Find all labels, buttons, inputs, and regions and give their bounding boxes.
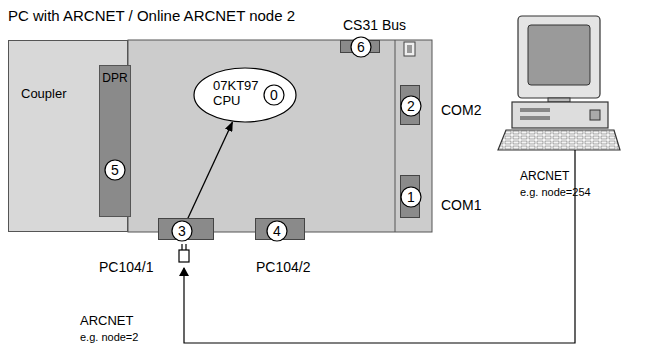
callout-number: 5 [104, 159, 126, 181]
node-label: PC104/2 [256, 259, 310, 275]
pc104-2-connector: PC104/24 [255, 218, 305, 240]
com1-connector: COM11 [400, 175, 420, 218]
callout-number: 2 [400, 95, 422, 117]
node-label: COM1 [441, 197, 481, 213]
monitor-screen [528, 25, 590, 85]
callout-number: 1 [400, 186, 422, 208]
callout-circle-outline [351, 37, 371, 57]
power-button [590, 110, 600, 120]
callout-number: 1 [400, 186, 422, 208]
pc104-1-connector: PC104/13 [158, 218, 214, 240]
node-label: COM2 [441, 102, 481, 118]
callout-circle-outline [401, 187, 421, 207]
arcnet-cable [184, 150, 575, 343]
drive-slot [520, 116, 550, 120]
free-label: e.g. node=254 [520, 186, 591, 199]
arcnet-plug [179, 250, 189, 262]
node-label: DPR [100, 72, 130, 86]
callout-circle-outline [401, 96, 421, 116]
cpu-ellipse: 07KT97 CPU0 [193, 67, 297, 123]
monitor [518, 16, 600, 98]
cs31-bus-connector: CS31 Bus6 [340, 40, 380, 53]
callout-circle-outline [105, 160, 125, 180]
connector-arrow [187, 122, 233, 221]
callout-number: 4 [266, 220, 288, 242]
com2-connector: COM22 [400, 85, 420, 125]
status-led-inner [407, 45, 412, 53]
plug-pin [185, 244, 186, 250]
housing-divider [395, 40, 396, 232]
cpu-ellipse-outline [194, 68, 296, 122]
callout-circle-outline [264, 85, 284, 105]
plug-pin [181, 244, 182, 250]
callout-circle-outline [267, 221, 287, 241]
free-label: e.g. node=2 [80, 331, 138, 344]
node-label: 07KT97 CPU [213, 79, 265, 109]
node-label: PC104/1 [99, 259, 153, 275]
diagram-title: PC with ARCNET / Online ARCNET node 2 [8, 7, 295, 24]
node-label: Coupler [21, 87, 67, 102]
callout-number: 2 [400, 95, 422, 117]
callout-number: 3 [171, 220, 193, 242]
callout-number: 0 [263, 84, 285, 106]
status-led [404, 42, 415, 56]
drive-slot [520, 108, 550, 112]
free-label: ARCNET [520, 170, 569, 184]
free-label: ARCNET [80, 314, 133, 329]
callout-circle-outline [172, 221, 192, 241]
callout-number: 6 [350, 36, 372, 58]
callout-number: 5 [104, 159, 126, 181]
callout-number: 4 [266, 220, 288, 242]
keyboard [498, 130, 620, 150]
callout-number: 6 [350, 36, 372, 58]
callout-number: 3 [171, 220, 193, 242]
callout-number: 0 [263, 84, 285, 106]
coupler-box: Coupler DPR 5 [8, 40, 128, 232]
node-label: CS31 Bus [343, 17, 406, 33]
pc-case [512, 102, 608, 128]
dpr-bar: DPR 5 [99, 65, 131, 217]
device-housing [128, 40, 432, 232]
